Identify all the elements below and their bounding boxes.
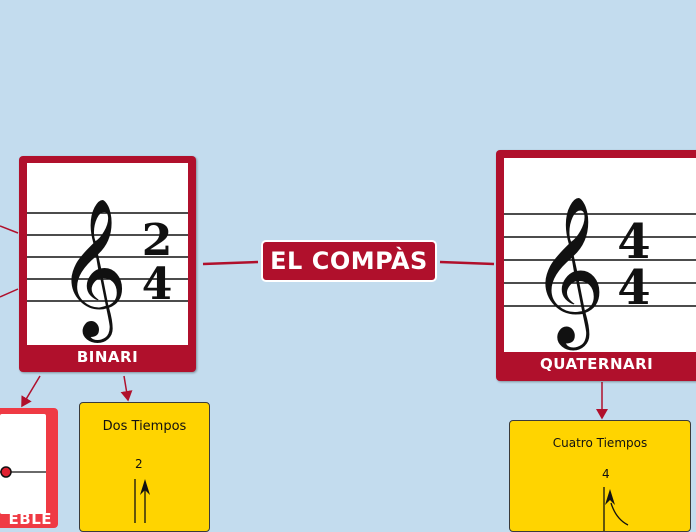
quaternari-label: QUATERNARI (540, 355, 654, 373)
cuatro-tiempos-title: Cuatro Tiempos (552, 436, 648, 450)
binari-label: BINARI (76, 348, 139, 366)
quaternari-music-image: 𝄞 4 4 (504, 158, 696, 352)
connector-binari-red (21, 375, 41, 408)
note-dot-icon (0, 466, 46, 478)
svg-text:𝄞: 𝄞 (530, 195, 606, 350)
svg-text:𝄞: 𝄞 (57, 198, 128, 343)
red-node-label: EBLE (8, 510, 52, 528)
connector-central-quaternari (439, 260, 495, 266)
cuatro-tiempos-number: 4 (602, 467, 610, 481)
red-node-partial[interactable]: EBLE (0, 408, 58, 528)
dos-tiempos-title: Dos Tiempos (102, 419, 187, 434)
connector-binari-left-bottom (0, 288, 19, 298)
treble-clef-2-4-icon: 𝄞 2 4 (27, 198, 188, 343)
connector-binari-dos (120, 375, 133, 402)
red-node-image (0, 414, 46, 514)
up-arrow-icon (134, 479, 150, 523)
cuatro-tiempos-node[interactable]: Cuatro Tiempos 4 (509, 420, 691, 532)
binari-node[interactable]: 𝄞 2 4 BINARI (19, 156, 196, 372)
quaternari-time-bottom: 4 (617, 260, 650, 316)
binari-time-top: 2 (142, 215, 173, 266)
connector-binari-left-top (0, 225, 19, 234)
quaternari-node[interactable]: 𝄞 4 4 QUATERNARI (496, 150, 696, 381)
dos-tiempos-number: 2 (135, 457, 143, 471)
connector-central-binari (202, 260, 259, 266)
dos-tiempos-node[interactable]: Dos Tiempos 2 (79, 402, 210, 532)
beat-arrow-icon (603, 487, 629, 531)
treble-clef-4-4-icon: 𝄞 4 4 (504, 195, 696, 350)
binari-music-image: 𝄞 2 4 (27, 163, 188, 345)
central-topic[interactable]: EL COMPÀS (261, 240, 437, 282)
binari-time-bottom: 4 (142, 259, 173, 310)
connector-lines (0, 225, 608, 420)
quaternari-time-top: 4 (617, 214, 650, 270)
